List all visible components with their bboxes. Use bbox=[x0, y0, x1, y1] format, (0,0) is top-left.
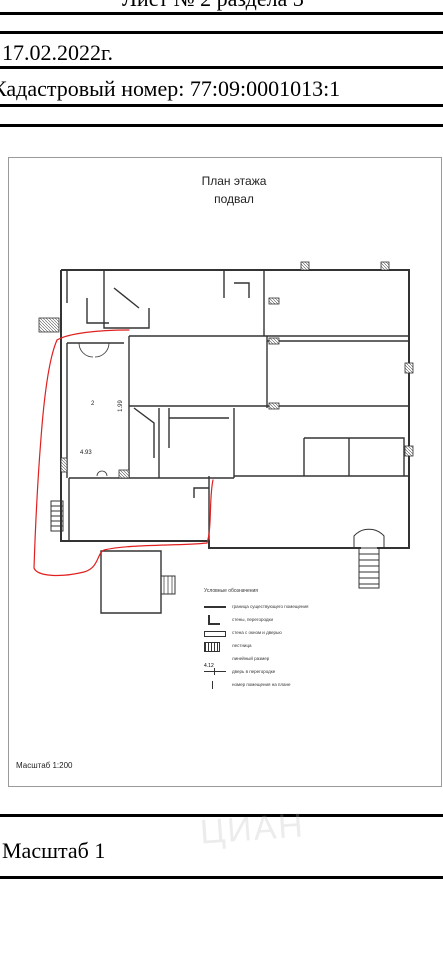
window-wall-icon bbox=[204, 628, 226, 638]
door-icon bbox=[204, 667, 226, 677]
floor-plan-drawing bbox=[33, 261, 414, 614]
legend-item: дверь в перегородке bbox=[204, 665, 424, 678]
red-annotation bbox=[33, 329, 214, 577]
footer-rule-2 bbox=[0, 876, 443, 879]
partition-wall-icon bbox=[204, 614, 226, 625]
room-dimension-label: 4.93 bbox=[80, 450, 92, 456]
legend-item: стена с окном и дверью bbox=[204, 626, 424, 639]
outer-walls bbox=[60, 269, 410, 549]
window-hatches bbox=[38, 261, 414, 479]
header-rule-1 bbox=[0, 31, 443, 34]
header-rule-4 bbox=[0, 124, 443, 127]
legend-item: граница существующего помещения bbox=[204, 600, 424, 613]
room-side-label: 1.99 bbox=[117, 400, 124, 412]
footer-rule-1 bbox=[0, 814, 443, 817]
floor-plan: План этажа подвал bbox=[8, 157, 442, 787]
header-rule-2 bbox=[0, 66, 443, 69]
room-number-icon bbox=[204, 680, 226, 690]
lower-annex bbox=[100, 550, 176, 614]
cadastral-number: Кадастровый номер: 77:09:0001013:1 bbox=[0, 76, 341, 101]
legend-item: 4.12 линейный размер bbox=[204, 652, 424, 669]
legend-item: лестница bbox=[204, 639, 424, 652]
sheet-title: Лист № 2 раздела 3 bbox=[122, 0, 304, 12]
header-rule-3 bbox=[0, 104, 443, 107]
footer-scale: Масштаб 1 bbox=[2, 838, 106, 863]
doors bbox=[78, 342, 110, 477]
plan-scale-label: Масштаб 1:200 bbox=[16, 761, 73, 770]
partitions bbox=[66, 270, 409, 541]
legend-item: стены, перегородки bbox=[204, 613, 424, 626]
plan-title: План этажа bbox=[201, 174, 267, 188]
plan-legend: Условные обозначения граница существующе… bbox=[204, 588, 424, 691]
boundary-line-icon bbox=[204, 602, 226, 612]
legend-item: номер помещения на плане bbox=[204, 678, 424, 691]
plan-subtitle: подвал bbox=[214, 192, 254, 206]
legend-title: Условные обозначения bbox=[204, 588, 259, 594]
date-text: 17.02.2022г. bbox=[2, 40, 114, 65]
dimension-icon: 4.12 bbox=[204, 662, 214, 669]
stairs-icon bbox=[204, 641, 226, 652]
right-stairs bbox=[353, 528, 385, 589]
room-number-label: 2 bbox=[91, 401, 95, 407]
header-rule-top bbox=[0, 12, 443, 15]
watermark-logo: ЦИАН bbox=[198, 806, 306, 852]
left-stairs bbox=[50, 500, 64, 532]
